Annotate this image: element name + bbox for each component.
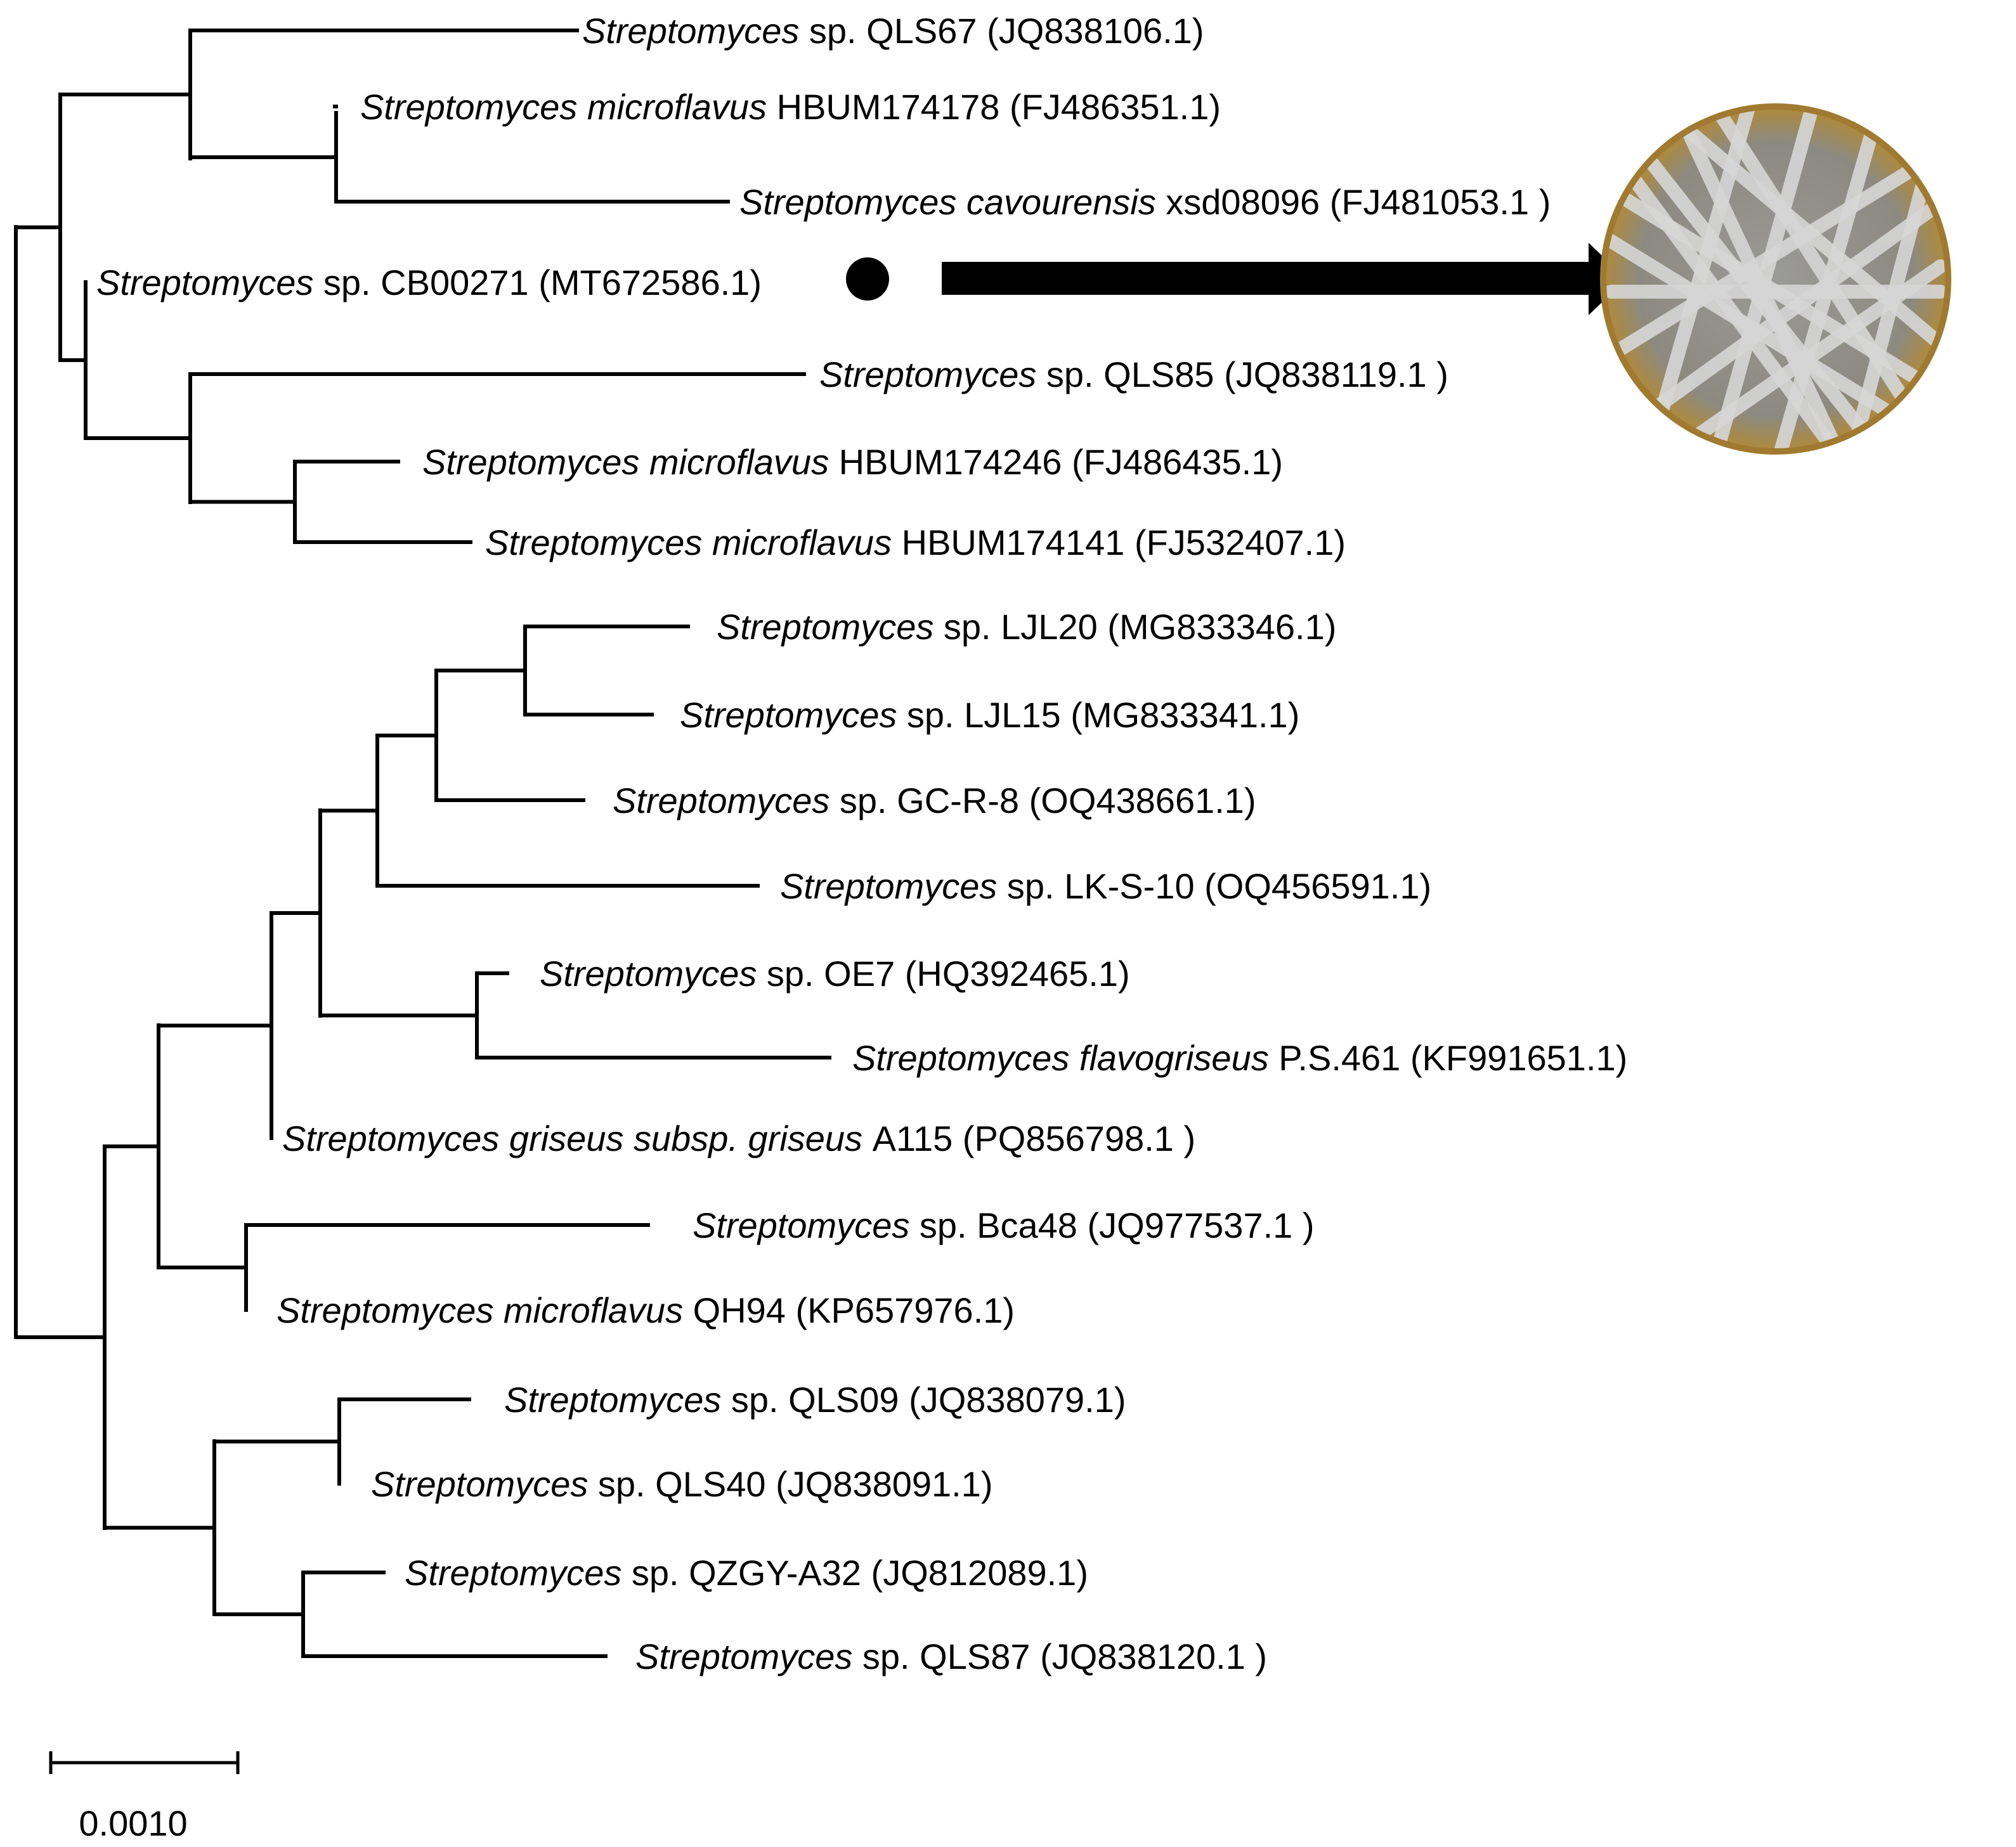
taxon-label-t1: Streptomyces sp. QLS67 (JQ838106.1) (582, 11, 1204, 51)
growth-streak (1705, 108, 1821, 450)
strain-accession: HBUM174141 (FJ532407.1) (892, 522, 1346, 562)
species-name: Streptomyces (582, 11, 799, 51)
species-name: Streptomyces cavourensis (739, 182, 1156, 222)
taxon-label-t12: Streptomyces sp. OE7 (HQ392465.1) (540, 954, 1130, 994)
strain-accession: sp. QLS09 (JQ838079.1) (721, 1380, 1126, 1420)
species-name: Streptomyces (613, 781, 829, 820)
taxon-label-t17: Streptomyces sp. QLS09 (JQ838079.1) (504, 1380, 1126, 1420)
strain-accession: sp. Bca48 (JQ977537.1 ) (909, 1205, 1314, 1245)
taxon-labels: Streptomyces sp. QLS67 (JQ838106.1)Strep… (96, 11, 1627, 1676)
growth-streak (1642, 108, 1757, 450)
strain-accession: sp. OE7 (HQ392465.1) (757, 954, 1129, 994)
species-name: Streptomyces flavogriseus (852, 1038, 1269, 1078)
species-name: Streptomyces (405, 1553, 621, 1593)
culture-plate-image (1600, 103, 1951, 455)
species-name: Streptomyces (371, 1464, 588, 1504)
strain-accession: sp. LJL15 (MG833341.1) (897, 695, 1299, 735)
strain-accession: sp. LJL20 (MG833346.1) (933, 607, 1336, 647)
growth-streak (1769, 108, 1884, 450)
strain-accession: QH94 (KP657976.1) (683, 1290, 1015, 1330)
strain-accession: A115 (PQ856798.1 ) (862, 1118, 1195, 1158)
species-name: Streptomyces (504, 1380, 721, 1420)
species-name: Streptomyces microflavus (422, 442, 829, 482)
taxon-label-t13: Streptomyces flavogriseus P.S.461 (KF991… (852, 1038, 1627, 1078)
tree-branches (14, 29, 831, 1658)
right-arrow-icon (942, 243, 1627, 315)
strain-accession: HBUM174246 (FJ486435.1) (829, 442, 1283, 482)
species-name: Streptomyces (693, 1205, 909, 1245)
species-name: Streptomyces (717, 607, 933, 647)
strain-accession: sp. QLS87 (JQ838120.1 ) (852, 1636, 1267, 1676)
species-name: Streptomyces (540, 954, 757, 994)
taxon-label-t20: Streptomyces sp. QLS87 (JQ838120.1 ) (635, 1636, 1267, 1676)
scale-bar-label: 0.0010 (79, 1803, 187, 1843)
species-name: Streptomyces (680, 695, 897, 735)
species-name: Streptomyces microflavus (485, 522, 892, 562)
strain-accession: HBUM174178 (FJ486351.1) (767, 87, 1221, 127)
taxon-label-t14: Streptomyces griseus subsp. griseus A115… (282, 1118, 1195, 1158)
taxon-label-t3: Streptomyces cavourensis xsd08096 (FJ481… (739, 182, 1551, 222)
taxon-label-t10: Streptomyces sp. GC-R-8 (OQ438661.1) (613, 781, 1256, 820)
strain-accession: xsd08096 (FJ481053.1 ) (1156, 182, 1551, 222)
growth-streak (1845, 158, 1935, 450)
strain-accession: sp. QLS40 (JQ838091.1) (588, 1464, 992, 1504)
taxon-label-t11: Streptomyces sp. LK-S-10 (OQ456591.1) (780, 866, 1431, 906)
taxon-label-t8: Streptomyces sp. LJL20 (MG833346.1) (717, 607, 1336, 647)
taxon-label-t18: Streptomyces sp. QLS40 (JQ838091.1) (371, 1464, 993, 1504)
species-name: Streptomyces microflavus (360, 87, 767, 127)
strain-accession: sp. QLS67 (JQ838106.1) (799, 11, 1204, 51)
strain-accession: sp. QZGY-A32 (JQ812089.1) (621, 1553, 1088, 1593)
highlight-marker-icon (846, 257, 889, 301)
strain-accession: sp. LK-S-10 (OQ456591.1) (997, 866, 1431, 906)
taxon-label-t2: Streptomyces microflavus HBUM174178 (FJ4… (360, 87, 1221, 127)
growth-streak (1616, 158, 1846, 450)
taxon-label-t9: Streptomyces sp. LJL15 (MG833341.1) (680, 695, 1299, 735)
strain-accession: P.S.461 (KF991651.1) (1269, 1038, 1628, 1078)
species-name: Streptomyces (635, 1636, 852, 1676)
species-name: Streptomyces griseus subsp. griseus (282, 1118, 862, 1158)
strain-accession: sp. GC-R-8 (OQ438661.1) (829, 781, 1256, 820)
species-name: Streptomyces microflavus (276, 1290, 683, 1330)
taxon-label-t19: Streptomyces sp. QZGY-A32 (JQ812089.1) (405, 1553, 1088, 1593)
scale-bar: 0.0010 (49, 1751, 240, 1843)
species-name: Streptomyces (96, 262, 313, 302)
species-name: Streptomyces (819, 354, 1036, 394)
taxon-label-t16: Streptomyces microflavus QH94 (KP657976.… (276, 1290, 1015, 1330)
species-name: Streptomyces (780, 866, 997, 906)
taxon-label-t4: Streptomyces sp. CB00271 (MT672586.1) (96, 262, 762, 302)
taxon-label-t6: Streptomyces microflavus HBUM174246 (FJ4… (422, 442, 1283, 482)
taxon-label-t5: Streptomyces sp. QLS85 (JQ838119.1 ) (819, 354, 1448, 394)
taxon-label-t15: Streptomyces sp. Bca48 (JQ977537.1 ) (693, 1205, 1315, 1245)
taxon-label-t7: Streptomyces microflavus HBUM174141 (FJ5… (485, 522, 1346, 562)
strain-accession: sp. CB00271 (MT672586.1) (313, 262, 762, 302)
strain-accession: sp. QLS85 (JQ838119.1 ) (1036, 354, 1448, 394)
